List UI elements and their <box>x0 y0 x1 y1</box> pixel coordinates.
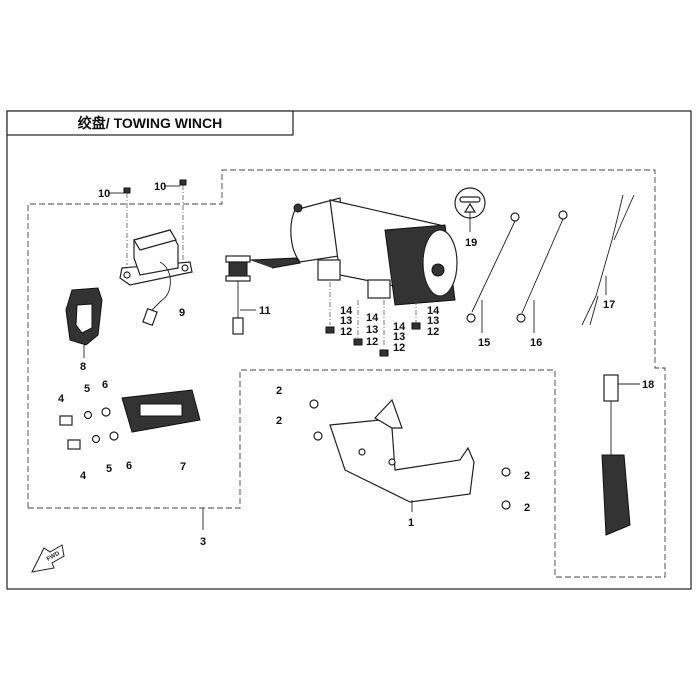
fairlead-fasteners <box>59 407 119 450</box>
callout-4: 4 <box>58 393 65 405</box>
callout-11: 11 <box>259 305 271 317</box>
callout-13: 13 <box>340 315 352 327</box>
callout-3: 3 <box>200 536 206 548</box>
diagram-title: 绞盘/ TOWING WINCH <box>78 115 222 131</box>
callout-2: 2 <box>524 502 530 514</box>
relay-assembly <box>119 179 193 327</box>
callout-12: 12 <box>427 326 439 338</box>
winch-motor <box>290 197 458 306</box>
callout-2: 2 <box>276 415 282 427</box>
callout-2: 2 <box>276 385 282 397</box>
callout-1: 1 <box>408 517 414 529</box>
callout-9: 9 <box>179 307 185 319</box>
rocker-switch <box>225 255 301 335</box>
callout-8: 8 <box>80 361 86 373</box>
callout-5: 5 <box>84 383 90 395</box>
callout-14: 14 <box>366 312 379 324</box>
callout-12: 12 <box>366 336 378 348</box>
callout-10: 10 <box>98 188 110 200</box>
callout-7: 7 <box>180 461 186 473</box>
callout-17: 17 <box>603 299 615 311</box>
callout-14: 14 <box>427 305 440 317</box>
battery-cable-16 <box>516 210 568 323</box>
callout-6: 6 <box>102 379 108 391</box>
callout-16: 16 <box>530 337 542 349</box>
wired-remote-control <box>601 374 631 536</box>
mounting-fasteners <box>325 282 421 357</box>
callout-13: 13 <box>393 331 405 343</box>
warning-label <box>454 187 486 232</box>
callout-14: 14 <box>340 305 353 317</box>
callout-15: 15 <box>478 337 490 349</box>
callout-19: 19 <box>465 237 477 249</box>
diagram-frame <box>6 110 692 590</box>
callout-13: 13 <box>427 315 439 327</box>
callout-18: 18 <box>642 379 654 391</box>
callout-4: 4 <box>80 470 87 482</box>
winch-mount-bracket <box>329 398 475 503</box>
title-box <box>6 110 294 136</box>
callout-10: 10 <box>154 181 166 193</box>
callout-6: 6 <box>126 460 132 472</box>
callout-14: 14 <box>393 321 406 333</box>
forward-direction-arrow: FWD <box>31 544 65 573</box>
battery-cable-15 <box>466 212 520 323</box>
callout-2: 2 <box>524 470 530 482</box>
assembly-group-outline <box>27 169 666 578</box>
callout-12: 12 <box>340 326 352 338</box>
callout-12: 12 <box>393 342 405 354</box>
fairlead <box>121 389 201 433</box>
callout-5: 5 <box>106 463 112 475</box>
callout-13: 13 <box>366 324 378 336</box>
wiring-harness-17 <box>581 194 635 326</box>
winch-hook <box>65 287 103 346</box>
